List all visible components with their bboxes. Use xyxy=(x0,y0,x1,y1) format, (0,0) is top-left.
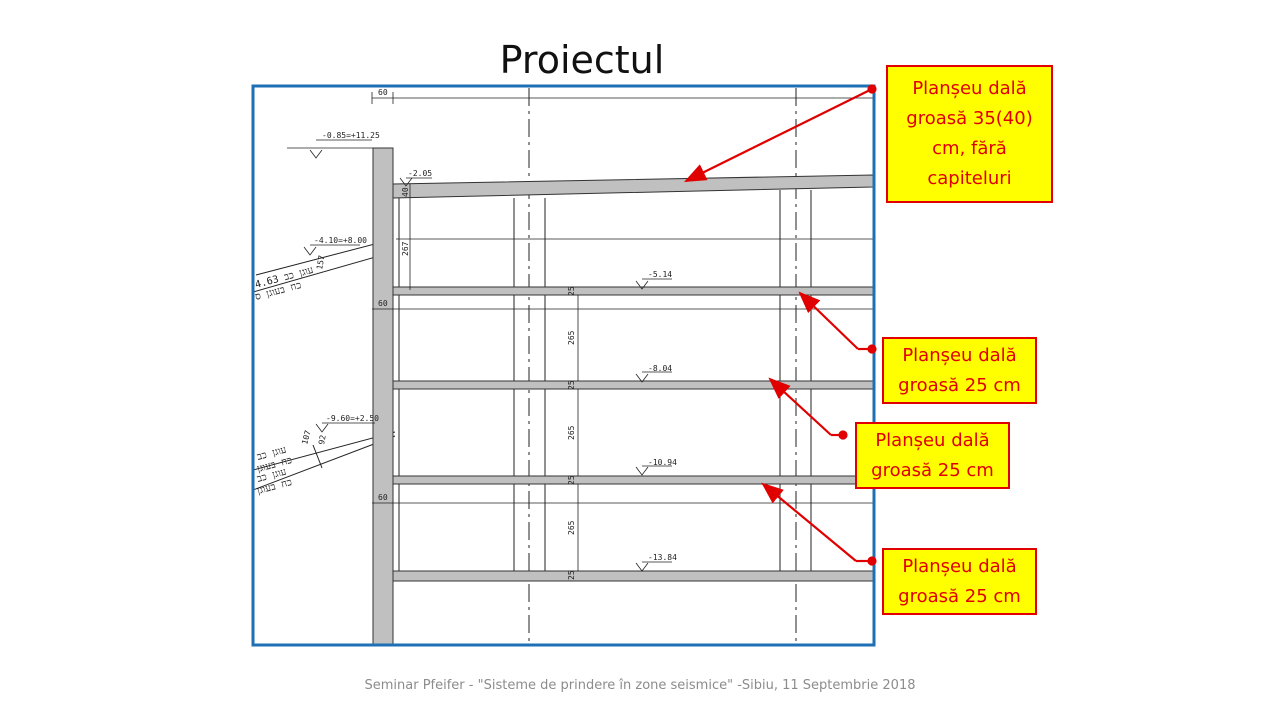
callout-slab-3: Planșeu dală groasă 25 cm xyxy=(882,548,1037,615)
dim-text: 25 xyxy=(567,286,576,296)
level-text: -5.14 xyxy=(648,270,672,279)
callout-text: Planșeu dală groasă 35(40) cm, fără capi… xyxy=(906,78,1033,189)
anchor-lines xyxy=(252,239,396,491)
dim-text: 25 xyxy=(567,475,576,485)
dim-text: 40 xyxy=(401,187,410,197)
dim-text: 60 xyxy=(378,299,388,308)
level-text: -0.85=+11.25 xyxy=(322,131,380,140)
roof-slab xyxy=(392,174,874,199)
dim-text: 157 xyxy=(315,254,326,270)
callout-roof-slab: Planșeu dală groasă 35(40) cm, fără capi… xyxy=(886,65,1053,203)
reference-lines xyxy=(287,97,873,504)
slide-footer: Seminar Pfeifer - "Sisteme de prindere î… xyxy=(364,678,916,693)
dim-text: 60 xyxy=(378,88,388,97)
dim-text: 265 xyxy=(567,520,576,535)
dim-text: 25 xyxy=(567,570,576,580)
dim-text: 92 xyxy=(317,434,328,445)
callout-text: Planșeu dală groasă 25 cm xyxy=(898,344,1021,396)
callout-slab-1: Planșeu dală groasă 25 cm xyxy=(882,337,1037,404)
dim-text: 265 xyxy=(567,425,576,440)
retaining-wall xyxy=(372,147,394,646)
level-text: -13.84 xyxy=(648,553,677,562)
dim-text: 107 xyxy=(300,429,312,445)
dim-text: 265 xyxy=(567,330,576,345)
slab-2 xyxy=(392,380,874,390)
level-text: -9.60=+2.50 xyxy=(326,414,379,423)
callout-arrows xyxy=(684,84,877,566)
level-markers xyxy=(303,139,672,572)
level-text: -10.94 xyxy=(648,458,677,467)
dim-text: 267 xyxy=(401,241,410,256)
level-text: -4.10=+8.00 xyxy=(314,236,367,245)
callout-text: Planșeu dală groasă 25 cm xyxy=(871,429,994,481)
dim-text: 60 xyxy=(378,493,388,502)
dimension-lines xyxy=(371,92,579,571)
level-text: -2.05 xyxy=(408,169,432,178)
callout-text: Planșeu dală groasă 25 cm xyxy=(898,555,1021,607)
dim-text: 25 xyxy=(567,380,576,390)
slab-3 xyxy=(392,475,874,485)
slide-title: Proiectul xyxy=(499,38,665,82)
drawing-frame xyxy=(251,84,876,647)
callout-slab-2: Planșeu dală groasă 25 cm xyxy=(855,422,1010,489)
slab-4 xyxy=(392,570,874,582)
level-text: -8.04 xyxy=(648,364,672,373)
